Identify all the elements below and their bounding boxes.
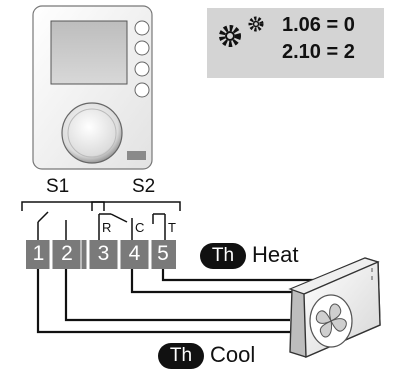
pole-c-label: C: [135, 220, 145, 235]
thermostat-button-1: [134, 20, 150, 36]
cool-label: Cool: [210, 342, 256, 367]
pole-r-label: R: [102, 220, 112, 235]
heat-badge: Th: [200, 243, 246, 269]
terminal-1: 1: [32, 242, 45, 265]
thermostat: [32, 5, 153, 170]
terminal-2: 2: [61, 242, 73, 265]
s1-bracket: [21, 201, 105, 211]
thermostat-screen: [50, 20, 128, 85]
thermostat-button-4: [134, 82, 150, 98]
wire-terminal-2: [64, 269, 290, 322]
outdoor-unit: [288, 257, 381, 359]
thermostat-button-2: [134, 40, 150, 56]
s2-bracket: [91, 201, 181, 211]
fan-icon: [315, 303, 347, 338]
terminal-3: 3: [97, 242, 110, 265]
wire-terminal-1: [36, 269, 290, 334]
thermostat-dial-ring: [67, 108, 117, 158]
terminal-block: [26, 240, 176, 269]
wire-terminal-4: [130, 269, 292, 294]
heat-label: Heat: [252, 242, 299, 267]
wires: [36, 269, 330, 334]
setting-line-2: 2.10 = 2: [282, 41, 355, 63]
switch-contacts: [37, 211, 166, 240]
s1-label: S1: [46, 176, 70, 197]
gears-icon: [219, 16, 264, 47]
cool-badge: Th: [158, 343, 204, 369]
terminal-5: 5: [157, 242, 169, 265]
setting-line-1: 1.06 = 0: [282, 14, 355, 36]
wire-terminal-5: [161, 269, 330, 282]
terminal-4: 4: [128, 242, 141, 265]
s2-label: S2: [132, 176, 156, 197]
thermostat-dial: [61, 102, 123, 164]
pole-t-label: T: [168, 220, 176, 235]
thermostat-button-3: [134, 61, 150, 77]
brand-logo: [127, 151, 146, 160]
